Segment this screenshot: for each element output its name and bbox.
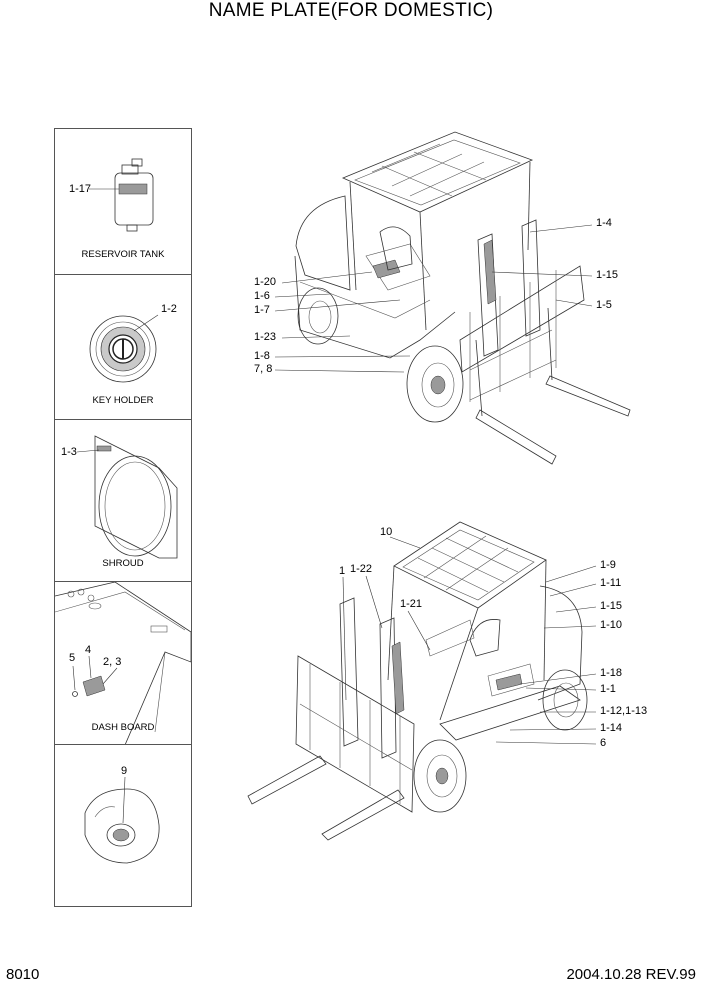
callout-1-3: 1-3 <box>61 446 77 458</box>
callout-1-10: 1-10 <box>600 619 623 631</box>
reservoir-tank-drawing <box>89 158 154 232</box>
callout-1-4: 1-4 <box>596 217 612 229</box>
forklift-rear-view <box>247 521 588 841</box>
callout-1-6: 1-6 <box>254 290 270 302</box>
panel-dash-board: 5 4 2, 3 DASH BOARD <box>54 581 192 746</box>
callout-1-14: 1-14 <box>600 722 623 734</box>
callout-1-15-rear: 1-15 <box>600 600 623 612</box>
callout-6: 6 <box>600 737 607 749</box>
callout-1-15-front: 1-15 <box>596 269 619 281</box>
callout-4: 4 <box>85 644 92 656</box>
steering-column-drawing <box>84 776 160 864</box>
callout-1-8: 1-8 <box>254 350 270 362</box>
panel-key-holder: 1-2 KEY HOLDER <box>54 274 192 421</box>
callout-10: 10 <box>380 526 393 538</box>
callout-1-11: 1-11 <box>600 577 622 589</box>
panel-label-dash-board: DASH BOARD <box>91 722 155 733</box>
callout-1: 1 <box>339 565 346 577</box>
panel-label-shroud: SHROUD <box>102 558 144 569</box>
callout-7-8: 7, 8 <box>254 363 273 375</box>
callout-5: 5 <box>69 652 76 664</box>
callout-1-17: 1-17 <box>69 183 92 195</box>
callout-1-2: 1-2 <box>161 303 177 315</box>
callout-1-22: 1-22 <box>350 563 373 575</box>
page-title: NAME PLATE(FOR DOMESTIC) <box>208 0 494 21</box>
panel-label-reservoir-tank: RESERVOIR TANK <box>81 249 165 260</box>
callout-1-21: 1-21 <box>400 598 423 610</box>
key-holder-drawing <box>89 314 159 383</box>
panel-steering-column: 9 <box>54 744 192 907</box>
revision-stamp: 2004.10.28 REV.99 <box>566 966 696 983</box>
callout-1-7: 1-7 <box>254 304 270 316</box>
callout-1-20: 1-20 <box>254 276 277 288</box>
forklift-rear-leaders <box>342 536 597 745</box>
callout-9: 9 <box>121 765 128 777</box>
panel-label-key-holder: KEY HOLDER <box>92 395 154 406</box>
callout-1-5: 1-5 <box>596 299 612 311</box>
forklift-front-view <box>294 131 631 465</box>
callout-1-9: 1-9 <box>600 559 616 571</box>
panel-shroud: 1-3 SHROUD <box>54 419 192 583</box>
callout-1-1: 1-1 <box>600 683 616 695</box>
panel-reservoir-tank: 1-17 RESERVOIR TANK <box>54 128 192 276</box>
callout-1-18: 1-18 <box>600 667 623 679</box>
forklift-front-leaders <box>274 224 593 373</box>
callout-2-3: 2, 3 <box>103 656 122 668</box>
shroud-drawing <box>76 435 178 559</box>
callout-1-12-1-13: 1-12,1-13 <box>600 705 648 717</box>
callout-1-23: 1-23 <box>254 331 277 343</box>
page-code: 8010 <box>6 966 40 983</box>
